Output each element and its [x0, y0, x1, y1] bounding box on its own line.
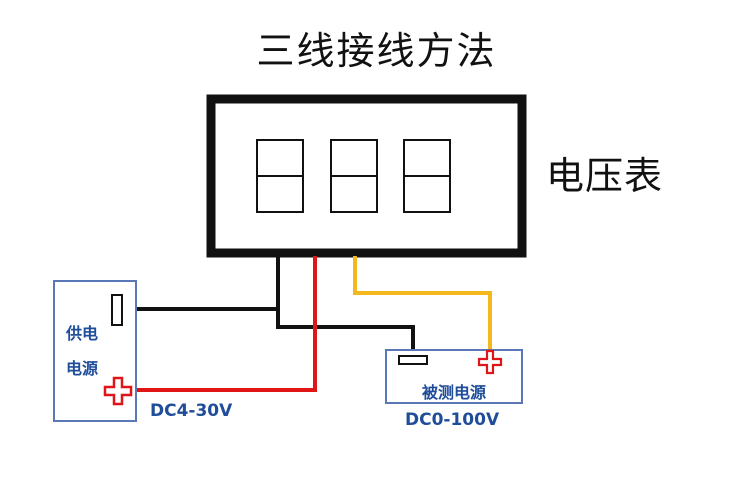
supply-label-line2: 电源 — [66, 359, 99, 378]
digit-1 — [256, 139, 304, 213]
black-wire — [130, 256, 415, 351]
supply-label-line1: 供电 — [66, 324, 99, 343]
measured-source-label: 被测电源 — [421, 383, 486, 402]
digit-2 — [330, 139, 378, 213]
minus-terminal-icon — [111, 294, 123, 326]
plus-terminal-icon — [477, 349, 503, 375]
yellow-wire — [353, 256, 492, 352]
measured-voltage-label: DC0-100V — [405, 410, 500, 430]
digit-3 — [403, 139, 451, 213]
plus-terminal-icon — [103, 376, 133, 406]
red-wire — [133, 256, 317, 392]
voltmeter-label: 电压表 — [546, 154, 664, 198]
supply-voltage-label: DC4-30V — [150, 401, 233, 421]
page-title: 三线接线方法 — [256, 29, 497, 73]
minus-terminal-icon — [398, 355, 428, 365]
